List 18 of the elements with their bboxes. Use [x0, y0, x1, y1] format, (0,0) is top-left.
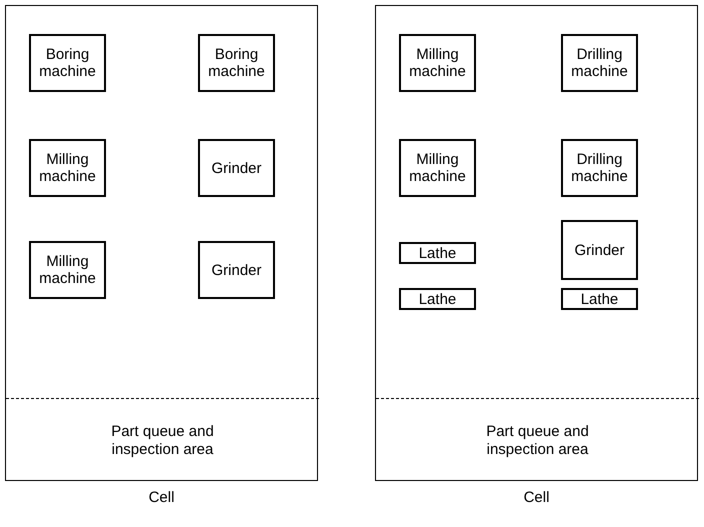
cell-label: Cell — [148, 489, 176, 506]
machine-box: Lathe — [399, 242, 476, 264]
machine-box: Lathe — [561, 288, 638, 310]
machine-box: Milling machine — [29, 241, 106, 299]
machine-box: Milling machine — [399, 34, 476, 92]
machine-box: Drilling machine — [561, 139, 638, 197]
queue-area: Part queue and inspection area — [376, 398, 699, 482]
cell-label: Cell — [522, 489, 550, 506]
machine-box: Grinder — [561, 220, 638, 280]
machine-box: Grinder — [198, 241, 275, 299]
queue-area: Part queue and inspection area — [6, 398, 319, 482]
machine-box: Boring machine — [29, 34, 106, 92]
machine-box: Boring machine — [198, 34, 275, 92]
machine-box: Drilling machine — [561, 34, 638, 92]
machine-box: Grinder — [198, 139, 275, 197]
machine-box: Lathe — [399, 288, 476, 310]
machine-box: Milling machine — [399, 139, 476, 197]
machine-box: Milling machine — [29, 139, 106, 197]
